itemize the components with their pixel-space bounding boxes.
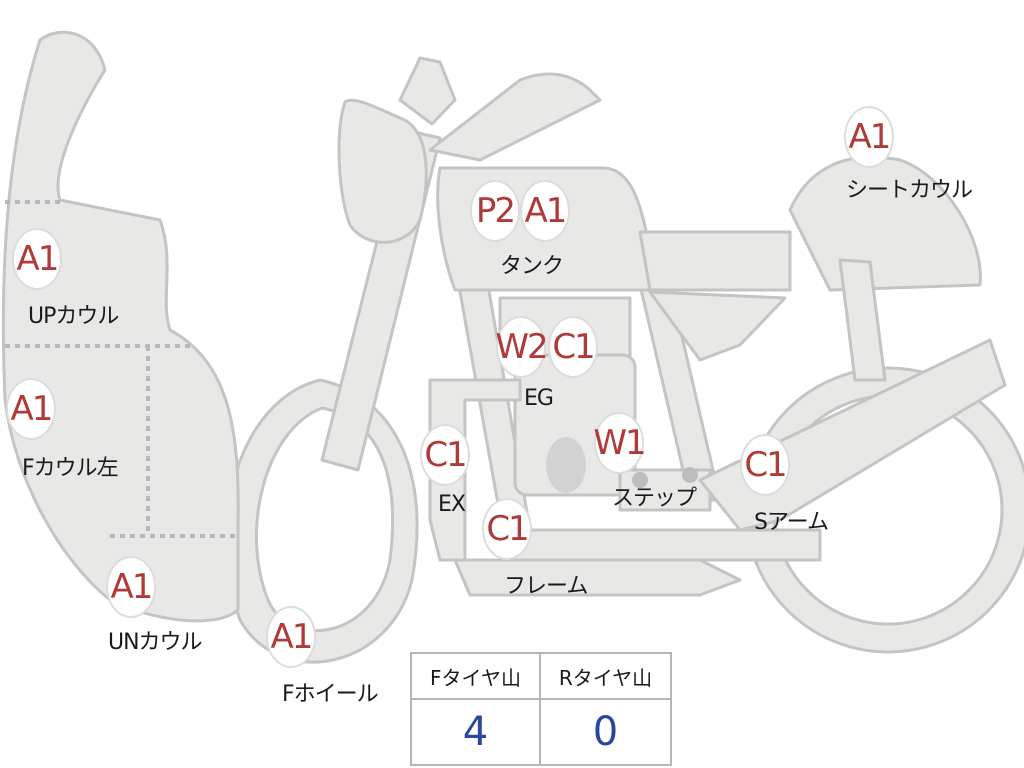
badge-engine-c1: C1 <box>548 316 598 378</box>
badge-step-w1: W1 <box>593 412 647 474</box>
seat-cowl-shape <box>788 155 982 292</box>
label-frame: フレーム <box>504 574 588 599</box>
label-f-cowl-left: Fカウル左 <box>22 456 119 481</box>
label-swingarm: Sアーム <box>754 510 829 535</box>
badge-frame-c1: C1 <box>482 498 532 560</box>
badge-f-wheel-a1: A1 <box>266 606 316 668</box>
label-un-cowl: UNカウル <box>108 630 203 655</box>
handlebar <box>398 56 457 126</box>
tire-tread-table: Fタイヤ山 Rタイヤ山 4 0 <box>410 652 672 766</box>
label-tank: タンク <box>500 254 564 279</box>
label-engine: EG <box>524 386 554 411</box>
seat-shape <box>638 230 792 292</box>
badge-un-cowl-a1: A1 <box>106 556 156 618</box>
rear-tire-value: 0 <box>592 709 619 755</box>
front-wheel <box>225 378 419 664</box>
headlight <box>337 98 428 244</box>
badge-swingarm-c1: C1 <box>740 434 790 496</box>
front-tire-value: 4 <box>412 700 541 764</box>
label-f-wheel: Fホイール <box>282 682 379 707</box>
rear-tire-header: Rタイヤ山 <box>541 654 670 700</box>
label-seat-cowl: シートカウル <box>846 178 973 203</box>
badge-engine-w2: W2 <box>495 316 549 378</box>
label-exhaust: EX <box>438 492 466 517</box>
label-step: ステップ <box>612 486 697 511</box>
badge-tank-a1: A1 <box>520 180 570 242</box>
frame-shape <box>428 72 602 162</box>
badge-exhaust-c1: C1 <box>420 424 470 486</box>
fairing-shape <box>1 30 240 623</box>
badge-up-cowl-a1: A1 <box>12 228 62 290</box>
badge-seat-cowl-a1: A1 <box>844 106 894 168</box>
badge-f-cowl-left-a1: A1 <box>6 378 56 440</box>
badge-tank-p2: P2 <box>470 180 520 242</box>
front-tire-header: Fタイヤ山 <box>412 654 541 700</box>
label-up-cowl: UPカウル <box>28 304 119 329</box>
